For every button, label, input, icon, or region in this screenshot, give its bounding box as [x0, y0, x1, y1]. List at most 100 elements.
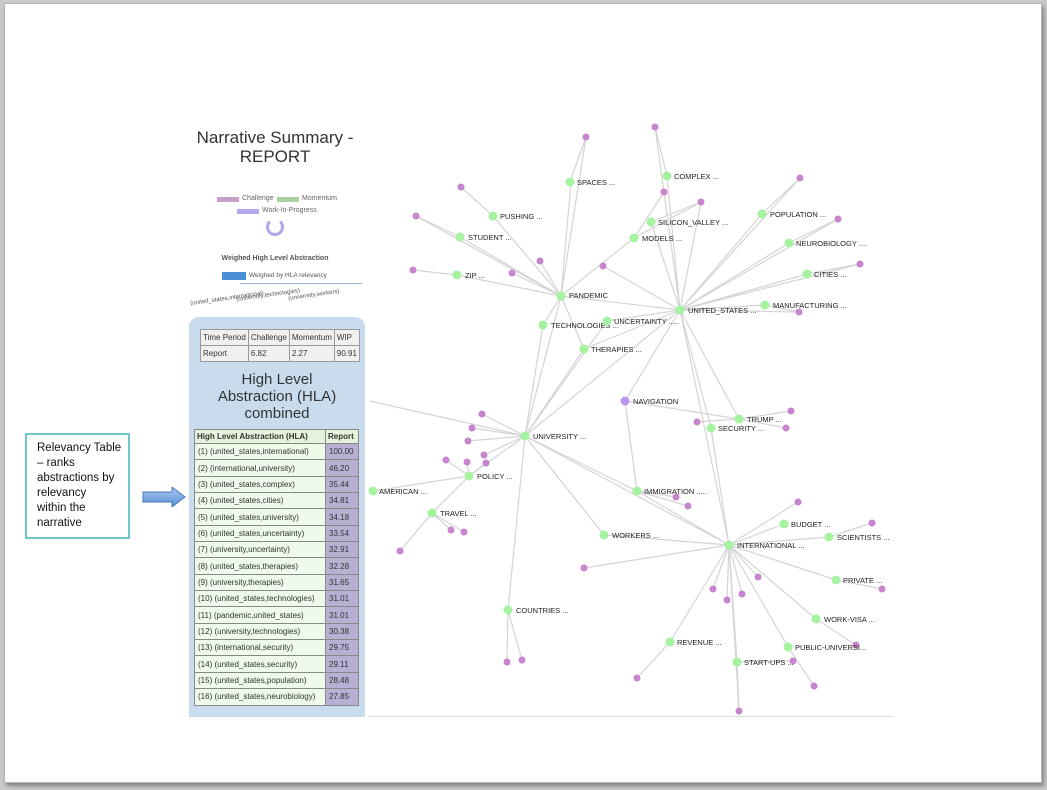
node-budget[interactable]: BUDGET ...	[779, 519, 831, 530]
table-row: (1) (united_states,international)100.00	[194, 442, 359, 461]
node-immigration[interactable]: IMMIGRATION .....	[632, 486, 707, 497]
combined-title-line: High Level	[241, 371, 313, 388]
node-silicon-valley[interactable]: SILICON_VALLEY ...	[646, 217, 729, 228]
combined-title-line: Abstraction (HLA)	[217, 388, 337, 405]
report-cell: 31.01	[325, 606, 359, 624]
hla-cell: (1) (united_states,international)	[194, 442, 326, 461]
svg-text:PUBLIC-UNIVERSI...: PUBLIC-UNIVERSI...	[795, 643, 866, 652]
node-american[interactable]: AMERICAN ...	[368, 486, 427, 497]
node-revenue[interactable]: REVENUE ...	[665, 637, 722, 648]
svg-text:SILICON_VALLEY ...: SILICON_VALLEY ...	[658, 218, 728, 227]
svg-text:START-UPS ...: START-UPS ...	[744, 658, 794, 667]
svg-text:TECHNOLOGIES ...: TECHNOLOGIES ...	[551, 321, 619, 330]
relevancy-header-hla: High Level Abstraction (HLA)	[194, 429, 326, 444]
node-neurobiology[interactable]: NEUROBIOLOGY ....	[784, 238, 868, 249]
node-work-visa[interactable]: WORK-VISA ...	[811, 614, 875, 625]
divider	[368, 716, 893, 717]
combined-title-line: combined	[244, 405, 310, 422]
svg-text:COUNTRIES ...: COUNTRIES ...	[516, 606, 569, 615]
node-zip[interactable]: ZIP ...	[452, 270, 485, 281]
hla-panel: Time Period Challenge Momentum WIP Repor…	[189, 317, 365, 717]
callout-line: Relevancy Table	[37, 442, 122, 454]
svg-text:SCIENTISTS ...: SCIENTISTS ...	[837, 533, 890, 542]
svg-text:POPULATION ...: POPULATION ...	[770, 210, 826, 219]
wip-swatch	[237, 209, 259, 214]
node-security[interactable]: SECURITY ...	[706, 423, 765, 434]
label-nodes: SPACES ... COMPLEX ... PUSHING ... SILIC…	[368, 171, 890, 668]
node-student[interactable]: STUDENT ...	[455, 232, 512, 243]
node-united-states[interactable]: UNITED_STATES ...	[675, 305, 757, 316]
svg-text:TRUMP ...: TRUMP ...	[747, 415, 782, 424]
node-uncertainty[interactable]: UNCERTAINTY .....	[602, 316, 680, 327]
callout-line: abstractions by	[37, 472, 115, 484]
purple-nodes	[396, 123, 886, 715]
node-trump[interactable]: TRUMP ...	[734, 414, 782, 425]
svg-text:PRIVATE ...: PRIVATE ...	[843, 576, 882, 585]
table-row: (5) (united_states,university)34.18	[194, 508, 359, 526]
challenge-swatch	[217, 197, 239, 202]
node-travel[interactable]: TRAVEL ...	[427, 508, 477, 519]
node-complex[interactable]: COMPLEX ...	[662, 171, 720, 182]
node-navigation[interactable]: NAVIGATION	[620, 396, 679, 407]
hla-axis	[240, 283, 362, 284]
svg-text:SPACES ...: SPACES ...	[577, 178, 615, 187]
svg-text:POLICY ...: POLICY ...	[477, 472, 513, 481]
table-row: (16) (united_states,neurobiology)27.85	[194, 688, 359, 706]
hla-cell: (3) (united_states,complex)	[194, 475, 326, 494]
svg-text:UNITED_STATES ...: UNITED_STATES ...	[688, 306, 756, 315]
page-title: Narrative Summary - REPORT	[180, 128, 370, 166]
wip-legend-label: Work-In-Progress	[262, 207, 317, 214]
svg-text:TRAVEL ...: TRAVEL ...	[440, 509, 477, 518]
svg-text:PUSHING ...: PUSHING ...	[500, 212, 543, 221]
node-pandemic[interactable]: PANDEMIC	[556, 291, 609, 301]
hla-chart-title: Weighed High Level Abstraction	[221, 255, 329, 262]
loading-spinner-icon	[266, 218, 284, 236]
callout-line: within the	[37, 502, 86, 514]
node-university[interactable]: UNIVERSITY ...	[520, 431, 587, 442]
node-technologies[interactable]: TECHNOLOGIES ...	[538, 320, 619, 331]
svg-text:BUDGET ...: BUDGET ...	[791, 520, 830, 529]
node-population[interactable]: POPULATION ...	[757, 209, 827, 220]
report-cell: 34.18	[325, 508, 359, 526]
node-countries[interactable]: COUNTRIES ...	[503, 605, 569, 616]
svg-text:THERAPIES ...: THERAPIES ...	[591, 345, 642, 354]
report-cell: 46.20	[325, 459, 359, 477]
node-spaces[interactable]: SPACES ...	[565, 177, 616, 188]
node-pushing[interactable]: PUSHING ...	[488, 211, 543, 222]
node-scientists[interactable]: SCIENTISTS ...	[824, 532, 890, 543]
node-workers[interactable]: WORKERS ...	[599, 530, 660, 541]
node-manufacturing[interactable]: MANUFACTURING ...	[760, 300, 847, 311]
hla-cell: (13) (international,security)	[194, 639, 326, 657]
relevancy-callout: Relevancy Table – ranks abstractions by …	[25, 433, 130, 539]
svg-text:NEUROBIOLOGY ....: NEUROBIOLOGY ....	[796, 239, 867, 248]
node-models[interactable]: MODELS ...	[629, 233, 683, 244]
callout-line: – ranks	[37, 457, 75, 469]
node-start-ups[interactable]: START-UPS ...	[732, 657, 794, 668]
svg-text:ZIP ...: ZIP ...	[465, 271, 485, 280]
svg-text:SECURITY ...: SECURITY ...	[718, 424, 764, 433]
slide	[4, 3, 1042, 783]
report-cell: 32.91	[325, 541, 359, 559]
node-cities[interactable]: CITIES ...	[802, 269, 847, 280]
time-period-table: Time Period Challenge Momentum WIP Repor…	[200, 329, 360, 362]
hla-cell: (16) (united_states,neurobiology)	[194, 688, 326, 706]
svg-text:PANDEMIC: PANDEMIC	[569, 291, 609, 300]
svg-text:INTERNATIONAL ...: INTERNATIONAL ...	[737, 541, 805, 550]
node-public-university[interactable]: PUBLIC-UNIVERSI...	[783, 642, 867, 653]
svg-text:MODELS ...: MODELS ...	[642, 234, 682, 243]
svg-text:WORKERS ...: WORKERS ...	[612, 531, 659, 540]
node-private[interactable]: PRIVATE ...	[831, 575, 883, 586]
momentum-legend-label: Momentum	[302, 195, 338, 202]
node-therapies[interactable]: THERAPIES ...	[579, 344, 642, 355]
svg-text:COMPLEX ...: COMPLEX ...	[674, 172, 719, 181]
table-row: (11) (pandemic,united_states)31.01	[194, 606, 359, 624]
node-international[interactable]: INTERNATIONAL ...	[724, 540, 805, 551]
report-cell: 31.65	[325, 573, 359, 592]
node-policy[interactable]: POLICY ...	[464, 471, 513, 482]
challenge-legend-label: Challenge	[242, 195, 274, 202]
title-line-1: Narrative Summary -	[196, 128, 354, 147]
edges	[369, 126, 883, 712]
svg-text:STUDENT ...: STUDENT ...	[468, 233, 512, 242]
hla-bar	[222, 272, 246, 280]
